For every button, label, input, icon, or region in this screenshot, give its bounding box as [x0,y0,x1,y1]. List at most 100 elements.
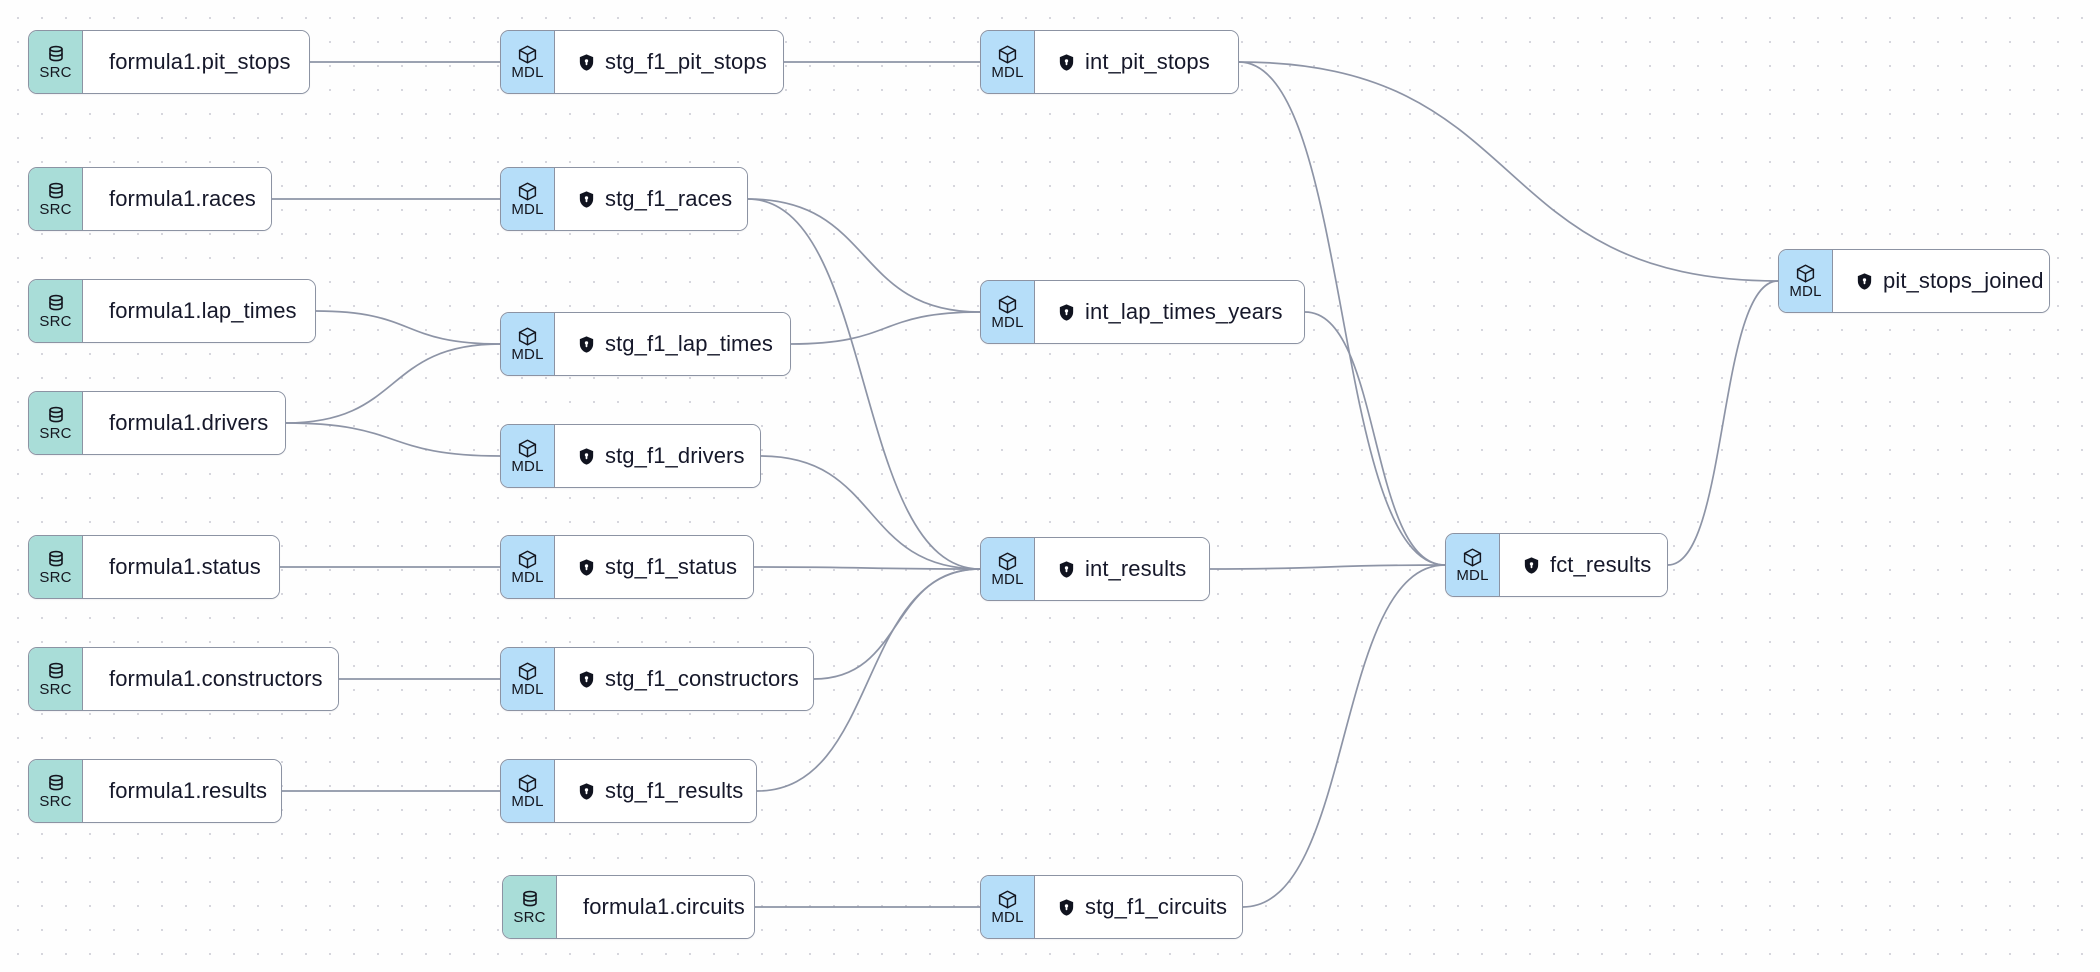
shield-icon [577,447,596,466]
edge-int_results-to-fct_results [1209,564,1446,570]
graph-node-src_lap_times[interactable]: SRC formula1.lap_times [28,279,316,343]
model-badge: MDL [981,876,1035,938]
cube-icon [1462,547,1483,567]
badge-label: SRC [39,313,72,330]
node-label: stg_f1_races [605,186,733,211]
node-label: stg_f1_pit_stops [605,49,767,74]
edge-stg_drivers-to-int_results [760,455,981,570]
node-label: stg_f1_results [605,778,744,803]
badge-label: SRC [39,64,72,81]
graph-node-pit_stops_joined[interactable]: MDL pit_stops_joined [1778,249,2050,313]
cube-icon [517,661,538,681]
node-body: stg_f1_races [555,168,747,230]
model-badge: MDL [981,538,1035,600]
database-icon [46,293,66,313]
badge-label: MDL [511,201,544,218]
node-label: formula1.results [109,778,268,803]
graph-node-int_pit_stops[interactable]: MDL int_pit_stops [980,30,1239,94]
badge-label: MDL [511,458,544,475]
badge-label: SRC [39,681,72,698]
node-body: formula1.results [83,760,281,822]
graph-node-src_pit_stops[interactable]: SRC formula1.pit_stops [28,30,310,94]
cube-icon [517,549,538,569]
database-icon [46,661,66,681]
database-icon [46,405,66,425]
model-badge: MDL [1446,534,1500,596]
graph-node-stg_results[interactable]: MDL stg_f1_results [500,759,757,823]
graph-node-int_lap_times_years[interactable]: MDL int_lap_times_years [980,280,1305,344]
edge-stg_constructors-to-int_results [813,568,981,680]
edge-stg_circuits-to-fct_results [1242,564,1446,908]
badge-label: SRC [39,201,72,218]
graph-node-fct_results[interactable]: MDL fct_results [1445,533,1668,597]
cube-icon [1795,263,1816,283]
model-badge: MDL [981,281,1035,343]
database-icon [46,181,66,201]
source-badge: SRC [503,876,557,938]
node-label: formula1.pit_stops [109,49,291,74]
model-badge: MDL [981,31,1035,93]
graph-node-stg_races[interactable]: MDL stg_f1_races [500,167,748,231]
edge-src_drivers-to-stg_drivers [285,422,501,457]
node-body: formula1.lap_times [83,280,315,342]
badge-label: MDL [511,681,544,698]
badge-label: MDL [511,64,544,81]
node-label: formula1.status [109,554,261,579]
node-label: pit_stops_joined [1883,268,2044,293]
model-badge: MDL [1779,250,1833,312]
graph-node-src_races[interactable]: SRC formula1.races [28,167,272,231]
model-badge: MDL [501,760,555,822]
source-badge: SRC [29,760,83,822]
badge-label: SRC [513,909,546,926]
node-label: formula1.drivers [109,410,269,435]
node-body: stg_f1_pit_stops [555,31,783,93]
cube-icon [517,44,538,64]
cube-icon [997,44,1018,64]
node-body: fct_results [1500,534,1667,596]
edge-stg_races-to-int_lap_times_years [747,198,981,313]
cube-icon [997,294,1018,314]
cube-icon [997,551,1018,571]
node-label: int_pit_stops [1085,49,1210,74]
database-icon [46,44,66,64]
edge-stg_lap_times-to-int_lap_times_years [790,311,981,345]
node-body: stg_f1_status [555,536,753,598]
shield-icon [1522,556,1541,575]
node-body: stg_f1_lap_times [555,313,790,375]
cube-icon [517,438,538,458]
shield-icon [577,558,596,577]
node-label: stg_f1_status [605,554,738,579]
graph-node-stg_drivers[interactable]: MDL stg_f1_drivers [500,424,761,488]
node-label: stg_f1_drivers [605,443,745,468]
node-label: formula1.lap_times [109,298,297,323]
badge-label: MDL [511,793,544,810]
node-label: formula1.circuits [583,894,745,919]
node-body: pit_stops_joined [1833,250,2049,312]
node-body: int_lap_times_years [1035,281,1304,343]
graph-node-src_results[interactable]: SRC formula1.results [28,759,282,823]
shield-icon [577,53,596,72]
node-label: fct_results [1550,552,1652,577]
shield-icon [1057,53,1076,72]
badge-label: SRC [39,793,72,810]
node-body: formula1.pit_stops [83,31,309,93]
badge-label: MDL [991,64,1024,81]
edge-stg_races-to-int_results [747,198,981,570]
shield-icon [577,335,596,354]
badge-label: MDL [991,314,1024,331]
graph-node-stg_pit_stops[interactable]: MDL stg_f1_pit_stops [500,30,784,94]
graph-node-src_circuits[interactable]: SRC formula1.circuits [502,875,755,939]
node-label: formula1.races [109,186,256,211]
shield-icon [1057,898,1076,917]
cube-icon [997,889,1018,909]
edge-stg_status-to-int_results [753,566,981,570]
